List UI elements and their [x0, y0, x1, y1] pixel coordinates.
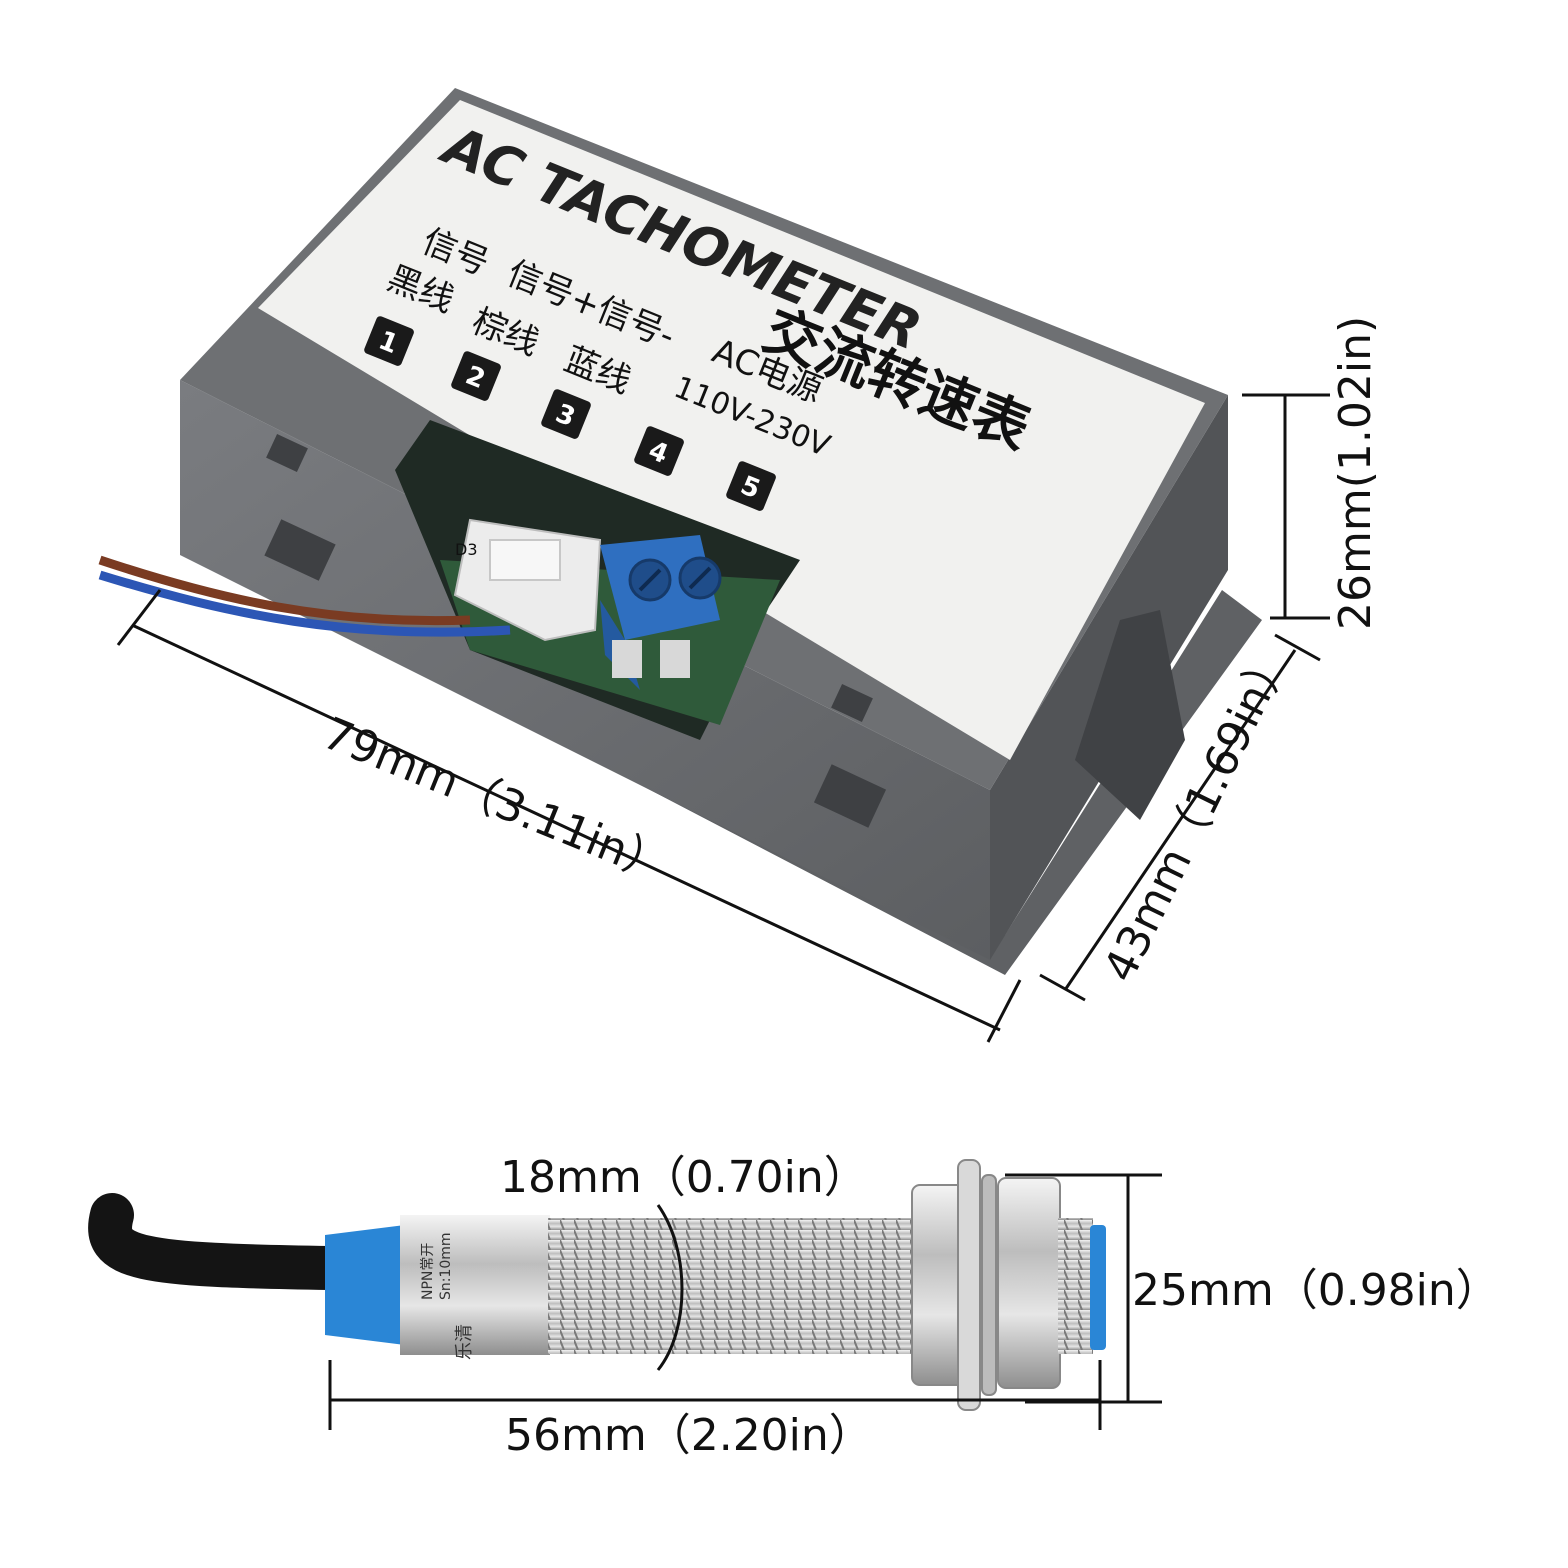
case-slot: [831, 684, 873, 722]
pin-box-1: 1: [364, 316, 414, 366]
sensor-cable: [88, 1193, 352, 1290]
case-slot: [266, 434, 308, 472]
sensor-washer: [981, 1174, 997, 1396]
pin-box-4: 4: [634, 426, 684, 476]
pcb-mark: D3: [455, 540, 478, 559]
pin-box-2: 2: [451, 351, 501, 401]
proximity-sensor: NPN常开 Sn:10mm 乐清: [88, 1159, 1106, 1411]
dimension-height: 26mm(1.02in): [1242, 316, 1381, 630]
case-slot: [264, 519, 336, 581]
sensor-rear-cap: [325, 1225, 405, 1345]
dimension-thread-label: 25mm（0.98in）: [1132, 1265, 1500, 1316]
mounting-clip: [1075, 610, 1185, 820]
dimension-sensor-thread: 25mm（0.98in）: [1005, 1173, 1500, 1404]
dimension-total-label: 56mm（2.20in）: [505, 1410, 873, 1461]
sensor-thread: [548, 1218, 928, 1354]
sensor-washer: [957, 1159, 981, 1411]
sensor-text-2: Sn:10mm: [438, 1232, 454, 1300]
sensor-body: [400, 1215, 550, 1355]
tachometer-device: AC TACHOMETER 交流转速表 信号 信号+信号- AC电源 黑线 棕线…: [98, 88, 1262, 975]
label-sticker: [258, 100, 1205, 760]
pin-box-5: 5: [726, 461, 776, 511]
dimension-sensor-diameter: 18mm（0.70in）: [500, 1152, 868, 1371]
sensor-face: [1090, 1225, 1106, 1350]
signal-wires: [98, 555, 511, 637]
sensor-text-1: NPN常开: [420, 1243, 436, 1300]
screw-terminal-block: [600, 535, 722, 690]
wire-connector: [453, 518, 602, 642]
sensor-text-3: 乐清: [454, 1324, 475, 1360]
sensor-nut-front: [997, 1177, 1061, 1389]
pin-box-3: 3: [541, 389, 591, 439]
case-slot: [813, 764, 887, 828]
dimension-sensor-total: 56mm（2.20in）: [328, 1360, 1102, 1461]
dimension-diameter-label: 18mm（0.70in）: [500, 1152, 868, 1203]
sensor-thread-front: [1058, 1218, 1093, 1354]
dimension-height-label: 26mm(1.02in): [1330, 316, 1381, 630]
